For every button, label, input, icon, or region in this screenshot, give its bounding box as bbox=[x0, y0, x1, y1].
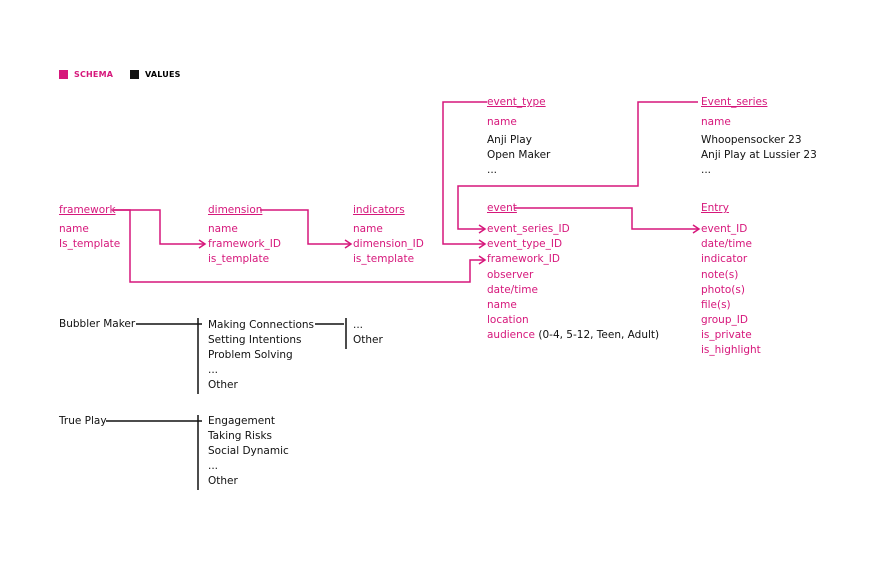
arrow bbox=[198, 239, 207, 249]
arrow bbox=[692, 224, 701, 234]
legend-schema-label: SCHEMA bbox=[74, 70, 114, 79]
dimension-field: framework_ID bbox=[208, 238, 281, 250]
framework-field: name bbox=[59, 223, 89, 235]
link-dimension-indicators bbox=[260, 209, 350, 245]
event-series-value: Whoopensocker 23 bbox=[701, 134, 802, 146]
arrow bbox=[478, 239, 487, 249]
link-framework-dimension bbox=[113, 209, 204, 245]
link-eventtype-event bbox=[442, 101, 487, 245]
trueplay-dimension: Other bbox=[208, 475, 238, 487]
event-series-title: Event_series bbox=[701, 96, 768, 108]
bubbler-dimension: ... bbox=[208, 364, 219, 376]
framework-field: Is_template bbox=[59, 238, 121, 250]
bubbler-indicator: Other bbox=[353, 334, 383, 346]
event-type-value: ... bbox=[487, 164, 498, 176]
event-type-field: name bbox=[487, 116, 517, 128]
entry-field: group_ID bbox=[701, 314, 748, 326]
event-audience-row: audience (0-4, 5-12, Teen, Adult) bbox=[487, 328, 659, 343]
bubbler-name: Bubbler Maker bbox=[59, 318, 136, 330]
event-type-value: Open Maker bbox=[487, 149, 551, 161]
link-eventseries-event bbox=[457, 101, 698, 230]
event-field: observer bbox=[487, 269, 534, 281]
event-field: event_series_ID bbox=[487, 223, 570, 235]
event-title: event bbox=[487, 202, 517, 214]
entry-field: note(s) bbox=[701, 269, 739, 281]
arrow bbox=[478, 255, 487, 265]
event-series-value: Anji Play at Lussier 23 bbox=[701, 149, 817, 161]
indicators-title: indicators bbox=[353, 204, 405, 216]
entry-title: Entry bbox=[701, 202, 729, 214]
event-type-value: Anji Play bbox=[487, 134, 532, 146]
entry-field: indicator bbox=[701, 253, 748, 265]
trueplay-name: True Play bbox=[59, 415, 107, 427]
framework-title: framework bbox=[59, 204, 116, 216]
entry-field: photo(s) bbox=[701, 284, 745, 296]
event-audience-values: (0-4, 5-12, Teen, Adult) bbox=[538, 329, 660, 341]
event-series-field: name bbox=[701, 116, 731, 128]
bubbler-dimension: Other bbox=[208, 379, 238, 391]
indicators-field: dimension_ID bbox=[353, 238, 424, 250]
legend-schema-swatch bbox=[59, 70, 68, 79]
event-series-value: ... bbox=[701, 164, 712, 176]
dimension-title: dimension bbox=[208, 204, 263, 216]
bubbler-dimension: Problem Solving bbox=[208, 349, 293, 361]
trueplay-dimension: Engagement bbox=[208, 415, 275, 427]
legend-values-swatch bbox=[130, 70, 139, 79]
event-field: event_type_ID bbox=[487, 238, 563, 250]
arrow bbox=[478, 224, 487, 234]
event-field: location bbox=[487, 314, 529, 326]
dimension-field: name bbox=[208, 223, 238, 235]
legend-values-label: VALUES bbox=[145, 70, 181, 79]
trueplay-dimension: ... bbox=[208, 460, 219, 472]
link-framework-event bbox=[113, 209, 484, 283]
event-type-title: event_type bbox=[487, 96, 546, 108]
bubbler-dimension: Setting Intentions bbox=[208, 334, 302, 346]
event-field: name bbox=[487, 299, 517, 311]
bubbler-dimension: Making Connections bbox=[208, 319, 315, 331]
indicators-field: is_template bbox=[353, 253, 415, 265]
entry-field: file(s) bbox=[701, 299, 731, 311]
arrow bbox=[344, 239, 353, 249]
trueplay-dimension: Social Dynamic bbox=[208, 445, 289, 457]
dimension-field: is_template bbox=[208, 253, 270, 265]
entry-field: is_private bbox=[701, 329, 752, 341]
indicators-field: name bbox=[353, 223, 383, 235]
bubbler-indicator: ... bbox=[353, 319, 364, 331]
event-field: date/time bbox=[487, 284, 538, 296]
link-event-entry bbox=[514, 207, 698, 230]
event-field: framework_ID bbox=[487, 253, 560, 265]
entry-field: date/time bbox=[701, 238, 752, 250]
entry-field: event_ID bbox=[701, 223, 748, 235]
entry-field: is_highlight bbox=[701, 344, 761, 356]
trueplay-dimension: Taking Risks bbox=[208, 430, 272, 442]
event-field: audience bbox=[487, 329, 536, 341]
